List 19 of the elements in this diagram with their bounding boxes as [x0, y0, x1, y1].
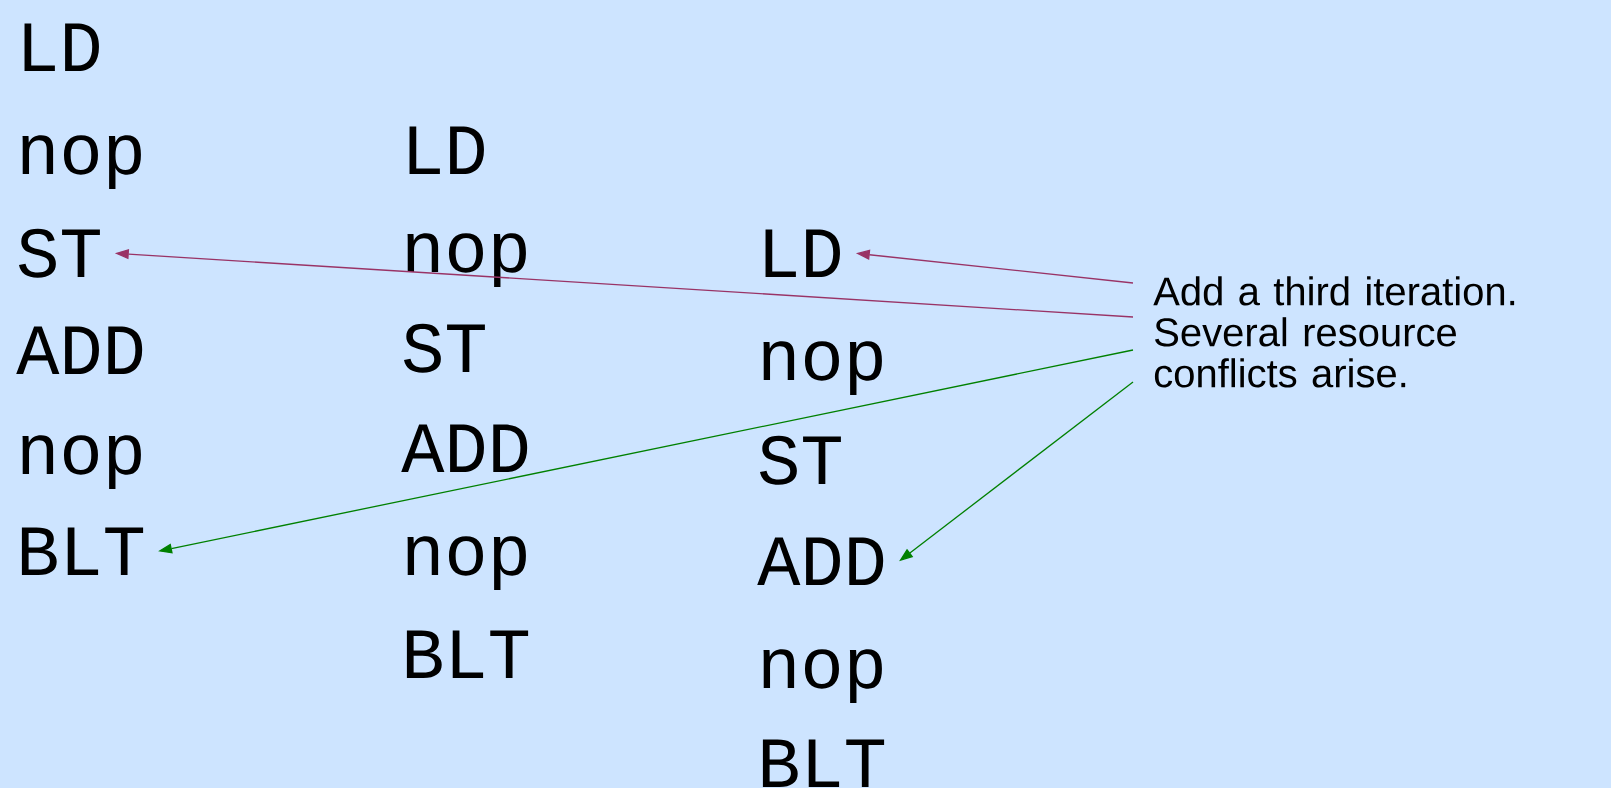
- instruction: ST: [19, 228, 100, 278]
- instruction: BLT: [21, 527, 144, 575]
- instruction: ADD: [16, 326, 143, 374]
- instruction: nop: [407, 233, 526, 287]
- instruction: BLT: [406, 630, 529, 678]
- instruction: ADD: [401, 424, 528, 472]
- instruction: nop: [763, 649, 882, 703]
- instruction: ADD: [757, 537, 884, 585]
- instruction: LD: [24, 23, 99, 71]
- instruction: ST: [760, 435, 841, 485]
- instruction: ST: [404, 323, 485, 373]
- instruction: BLT: [762, 739, 885, 787]
- instruction: nop: [763, 341, 882, 395]
- instruction: nop: [22, 135, 141, 189]
- annotation: Add a third iteration. Several resource conflicts arise.: [1153, 276, 1515, 388]
- instruction: LD: [765, 229, 840, 277]
- instruction: nop: [22, 435, 141, 489]
- instruction: nop: [407, 536, 526, 590]
- instruction: LD: [409, 126, 484, 174]
